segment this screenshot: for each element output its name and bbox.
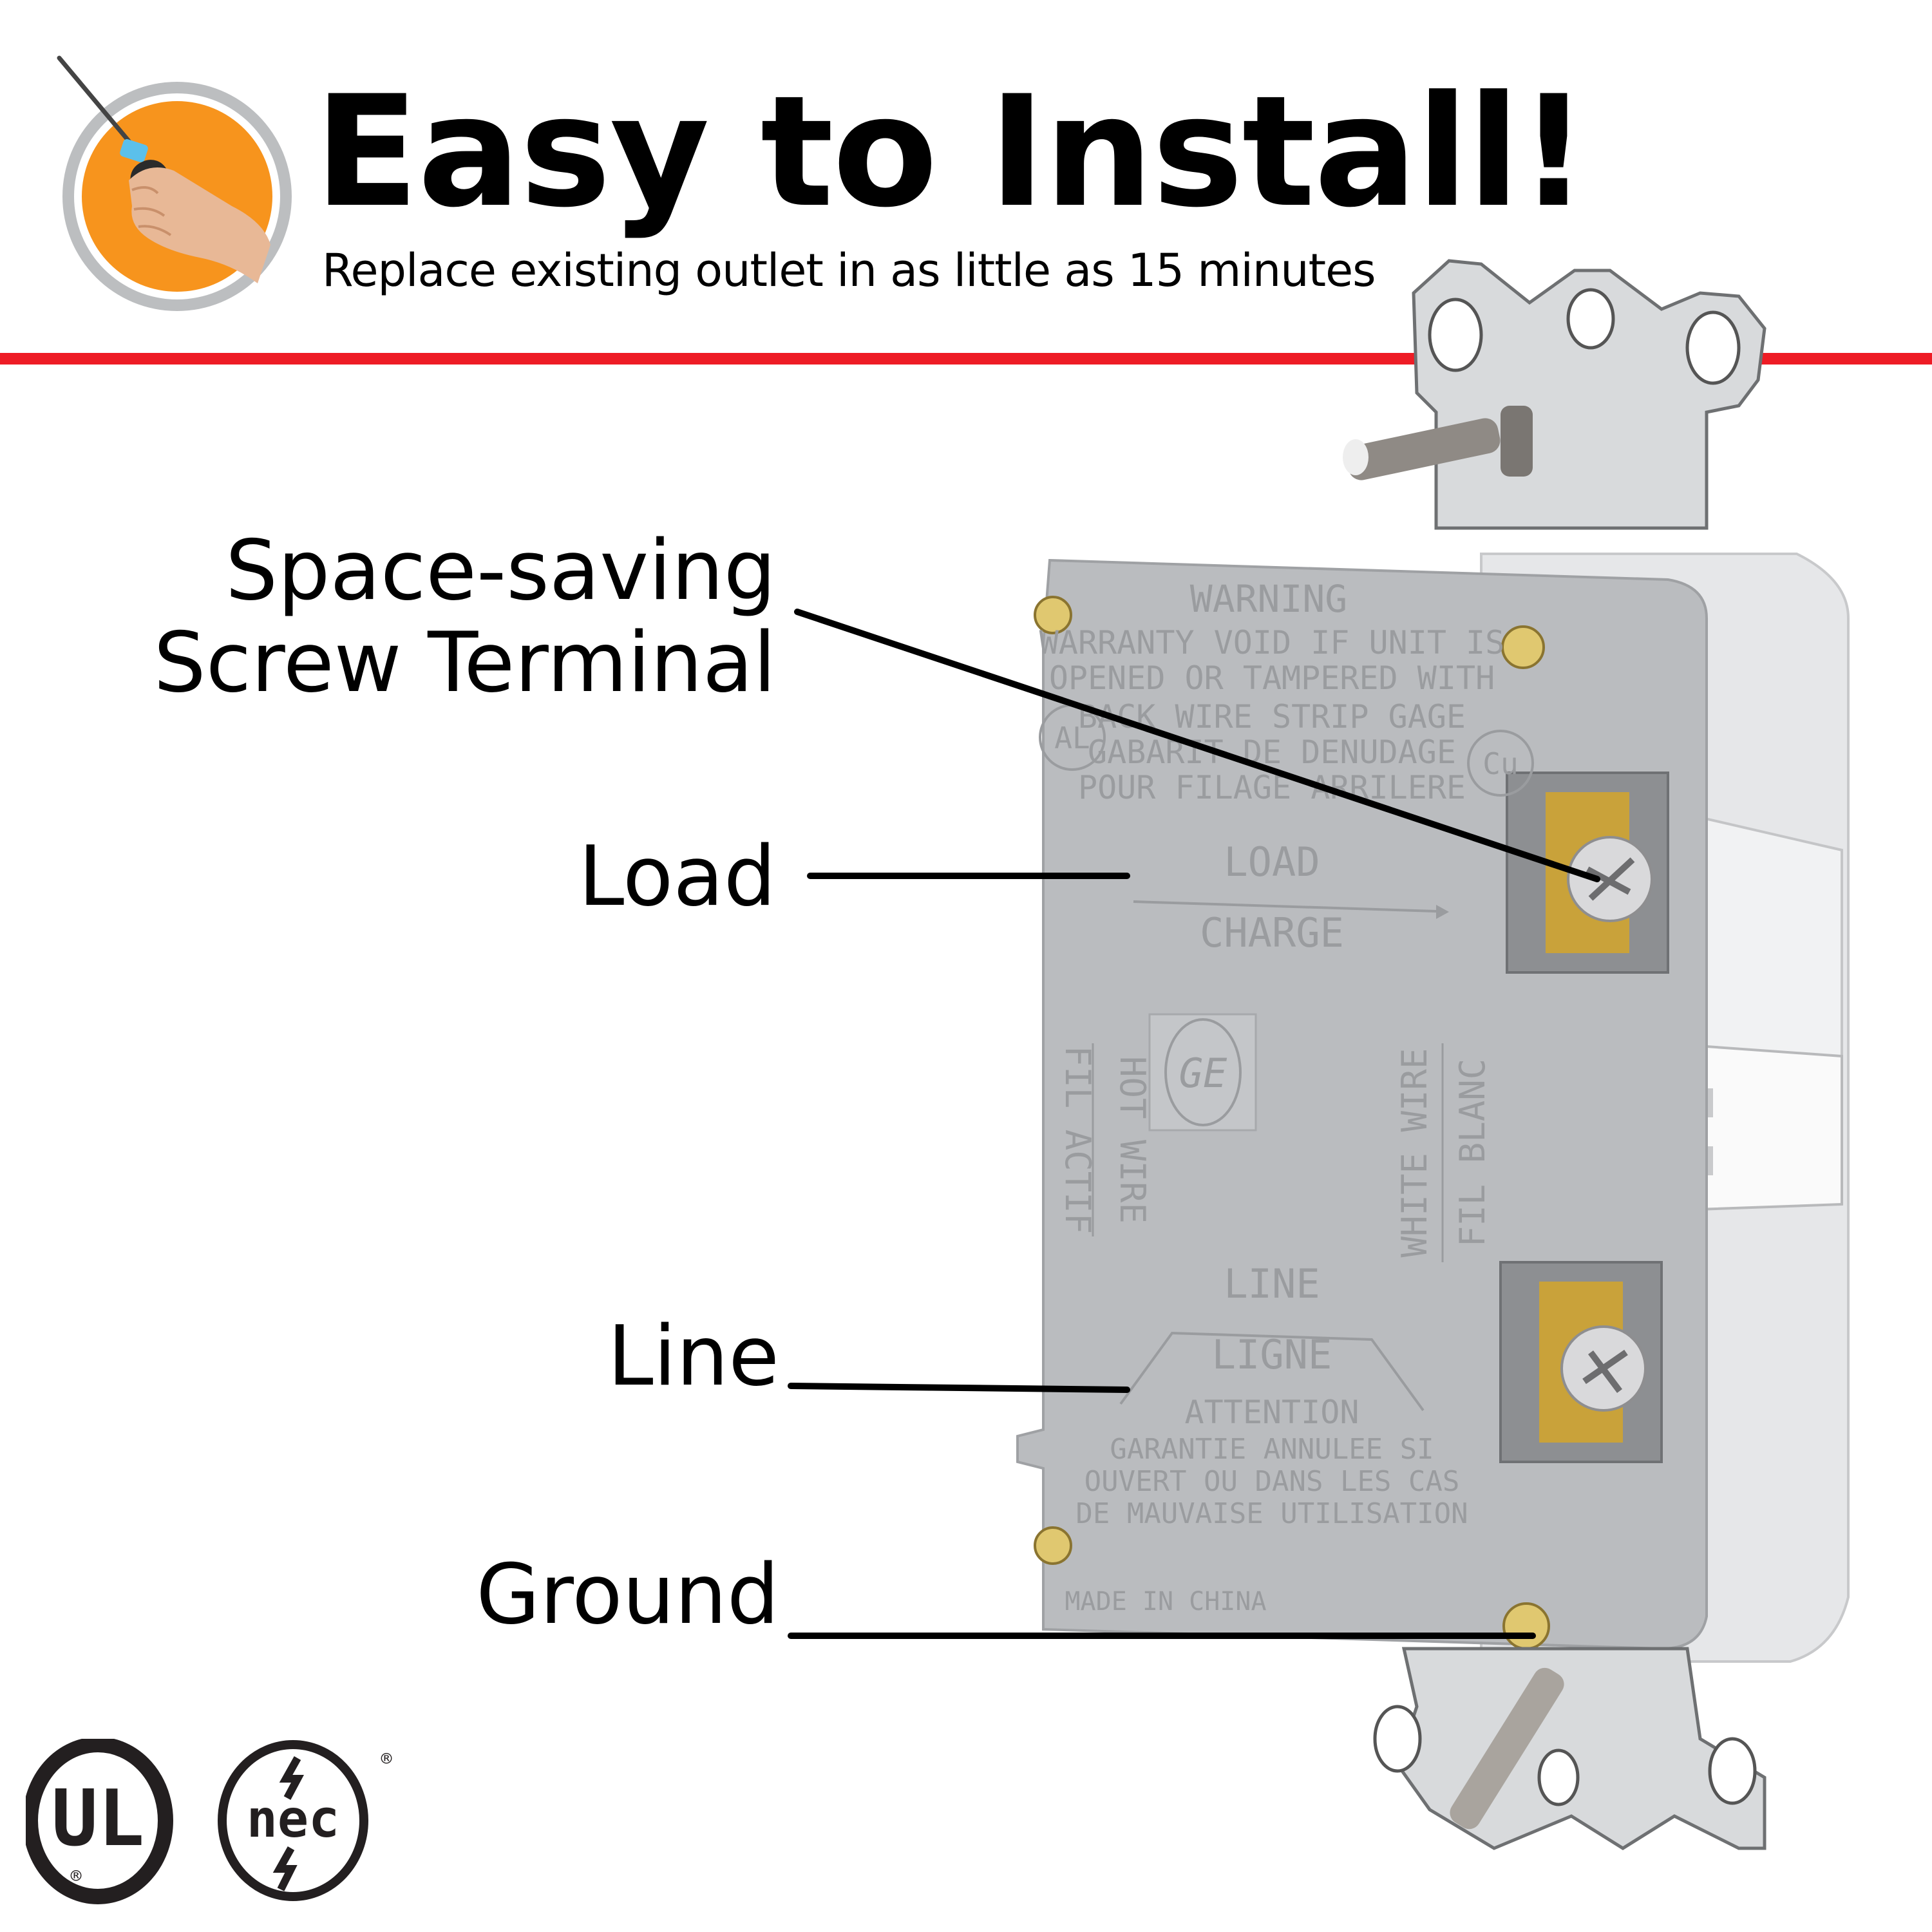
emb-attention: ATTENTION [1185,1394,1359,1431]
callout-ground: Ground [476,1547,779,1643]
emb-warning-l2: OPENED OR TAMPERED WITH [1049,659,1495,697]
screwdriver-collar [120,139,148,162]
mounting-screw-top [1346,418,1501,480]
certification-logos: UL ® nec ® [26,1739,392,1904]
callout-space-saving-screw-terminal: Space-saving Screw Terminal [154,525,777,710]
emb-al: AL [1054,721,1090,755]
page-subtitle: Replace existing outlet in as little as … [322,244,1376,297]
emb-gabarit-l2: POUR FILAGE ARRILERE [1078,769,1466,806]
emb-ligne: LIGNE [1212,1331,1332,1378]
ground-screw [1502,1602,1550,1650]
body-screw [1501,625,1545,669]
callout-line: Line [607,1309,779,1405]
ul-logo: UL ® [26,1739,173,1904]
svg-text:UL: UL [52,1774,145,1864]
page-title: Easy to Install! [314,63,1589,242]
callout-line-line [788,1383,1130,1393]
svg-text:®: ® [381,1748,392,1769]
emb-gabarit-l1: GABARIT DE DENUDAGE [1088,734,1456,771]
top-mounting-strap [1343,259,1766,530]
emb-hot-wire: HOT WIRE [1112,1056,1153,1224]
emb-fr-l3: DE MAUVAISE UTILISATION [1075,1497,1468,1530]
svg-text:®: ® [71,1865,82,1886]
emb-fil-blanc: FIL BLANC [1452,1059,1493,1247]
body-screw [1034,596,1072,634]
emb-load: LOAD [1224,838,1320,886]
emb-cu: Cu [1482,746,1518,781]
callout-load: Load [578,829,776,925]
emb-fil-actif: FIL ACTIF [1057,1046,1098,1235]
bottom-mounting-strap [1373,1647,1766,1850]
screwdriver-shaft [57,55,135,147]
screwdriver-in-hand-icon [57,55,292,311]
emb-fr-l1: GARANTIE ANNULEE SI [1110,1433,1434,1466]
emb-white-wire: WHITE WIRE [1394,1048,1435,1257]
callout-label-line1: Space-saving [225,523,776,619]
emb-warning-l1: WARRANTY VOID IF UNIT IS [1039,624,1504,661]
body-screw [1034,1526,1072,1565]
mounting-screw-bottom [1450,1667,1564,1830]
emb-made-in: MADE IN CHINA [1065,1587,1266,1616]
embossed-markings: WARNING WARRANTY VOID IF UNIT IS OPENED … [1039,577,1504,1616]
callout-label-line2: Screw Terminal [153,615,777,712]
emb-charge: CHARGE [1200,909,1344,956]
callout-lines [788,609,1600,1639]
svg-text:nec: nec [247,1789,340,1849]
line-screw-terminal [1499,1261,1663,1463]
svg-text:GE: GE [1179,1050,1227,1097]
emb-warning: WARNING [1190,577,1347,621]
ge-logo-emboss: GE [1148,1013,1257,1132]
callout-line-screw-terminal [794,609,1600,882]
hand [129,167,270,283]
emb-strip-gage: BACK WIRE STRIP GAGE [1078,698,1466,735]
nec-logo: nec ® [218,1740,392,1901]
emb-fr-l2: OUVERT OU DANS LES CAS [1084,1465,1460,1498]
emb-line: LINE [1224,1260,1320,1307]
